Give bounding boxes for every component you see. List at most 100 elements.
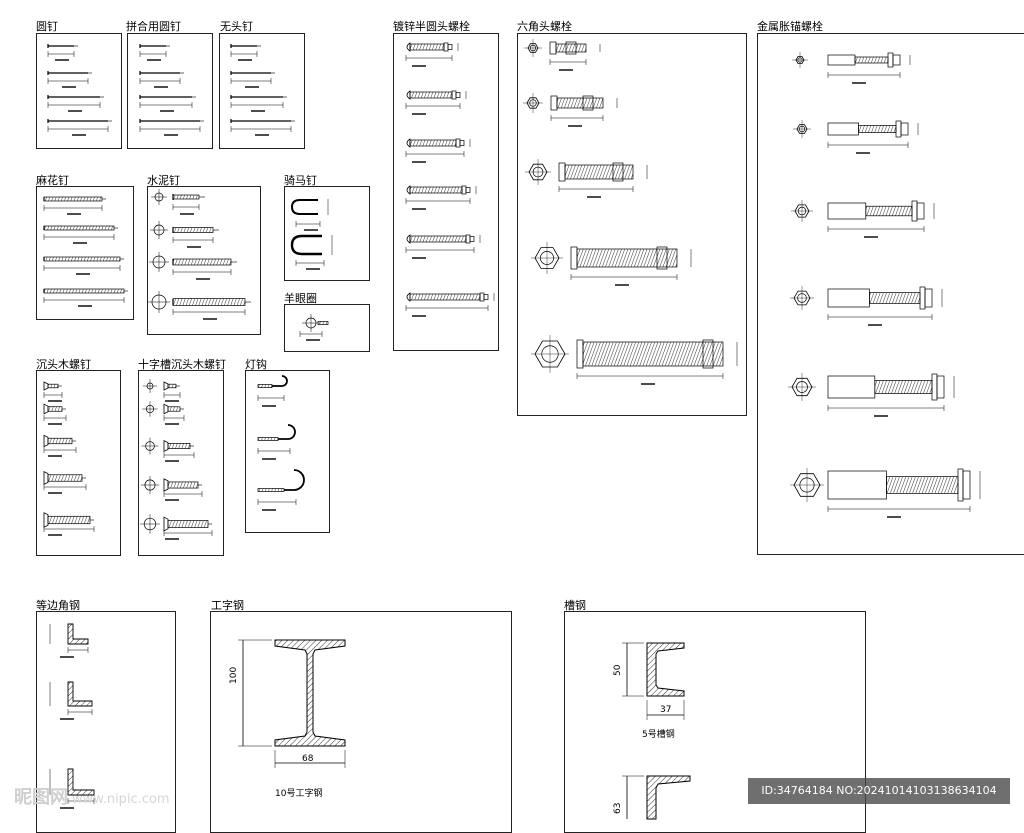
- rect: [409, 293, 481, 301]
- bolt-head: [406, 138, 411, 148]
- expansion-bolt-title: 金属胀锚螺栓: [757, 20, 823, 33]
- channel-name-label: 5号槽钢: [642, 730, 675, 740]
- rect: [465, 187, 471, 193]
- staple-nail-panel: [284, 186, 370, 281]
- bolt-head: [406, 234, 411, 244]
- rect: [827, 202, 867, 220]
- cement-nail-title: 水泥钉: [147, 174, 180, 187]
- rect: [43, 225, 115, 231]
- screw-head: [43, 434, 49, 448]
- rect: [479, 292, 485, 302]
- rect: [702, 339, 714, 369]
- rect: [919, 286, 926, 310]
- staple-shape: [290, 199, 318, 215]
- galv-pan-bolt-drawings: [405, 42, 495, 317]
- rect: [172, 298, 246, 306]
- rect: [874, 380, 933, 394]
- rect: [612, 162, 624, 182]
- channel-title: 槽钢: [564, 599, 586, 612]
- rect: [409, 91, 453, 99]
- hook-shape: [272, 375, 288, 387]
- screw-head: [163, 439, 169, 453]
- headless-nail-panel: [219, 33, 305, 149]
- rect: [167, 443, 191, 449]
- rect: [558, 162, 566, 182]
- channel-width-label: 37: [660, 705, 672, 715]
- staple-nail-drawings: [290, 199, 333, 270]
- rect: [656, 246, 668, 270]
- rect: [167, 406, 181, 412]
- image-id-badge: ID:34764184 NO:20241014103138634104: [748, 778, 1010, 804]
- screw-head: [163, 403, 169, 415]
- cement-nail-drawings: [148, 189, 251, 320]
- staple-nail-title: 骑马钉: [284, 174, 317, 187]
- rect: [447, 44, 453, 50]
- eye-ring-drawing: [299, 314, 329, 341]
- eye-ring-title: 羊眼圈: [284, 292, 317, 305]
- bolt-head: [406, 90, 411, 100]
- rect: [555, 43, 587, 53]
- rect: [43, 196, 103, 202]
- rect: [582, 341, 724, 367]
- site-watermark: 昵图网 www.nipic.com: [14, 783, 170, 809]
- rect: [576, 248, 678, 268]
- rect: [443, 42, 449, 52]
- bolt-head: [406, 292, 411, 302]
- lamp-hook-panel: [245, 370, 330, 533]
- i-beam-name-label: 10号工字钢: [275, 789, 323, 799]
- rect: [167, 383, 177, 389]
- site-name: 昵图网: [14, 787, 68, 808]
- rect: [582, 95, 594, 111]
- rect: [854, 56, 889, 64]
- eye-ring-panel: [284, 304, 370, 352]
- rect: [827, 122, 859, 136]
- rect: [957, 468, 964, 502]
- rect: [409, 139, 457, 147]
- countersunk-screw-drawings: [43, 381, 95, 536]
- channel-section: [622, 642, 691, 820]
- rect: [936, 375, 945, 399]
- site-url: www.nipic.com: [72, 792, 170, 807]
- joint-round-nail-panel: [127, 33, 213, 149]
- galv-pan-bolt-title: 镀锌半圆头螺栓: [393, 20, 470, 33]
- rect: [556, 97, 604, 109]
- i-beam-section: [238, 639, 346, 768]
- channel-height-label-2: 63: [613, 802, 623, 814]
- rect: [409, 43, 445, 51]
- rect: [869, 292, 921, 304]
- rect: [172, 194, 200, 200]
- screw-head: [43, 470, 49, 486]
- twisted-nail-drawings: [43, 196, 128, 307]
- i-beam-panel: [210, 611, 512, 833]
- screw-head: [43, 381, 49, 391]
- rect: [892, 54, 901, 66]
- expansion-bolt-drawings: [788, 52, 981, 518]
- twisted-nail-panel: [36, 186, 134, 320]
- rect: [962, 470, 971, 500]
- rect: [459, 140, 465, 146]
- rect: [455, 92, 461, 98]
- joint-nail-drawings: [139, 44, 204, 136]
- rect: [483, 294, 489, 300]
- equal-angle-drawings: [49, 623, 95, 809]
- rect: [827, 288, 870, 308]
- twisted-nail-title: 麻花钉: [36, 174, 69, 187]
- rect: [43, 256, 121, 262]
- screw-head: [43, 512, 49, 528]
- headless-nail-drawings: [230, 44, 295, 136]
- round-nail-panel: [36, 33, 122, 149]
- rect: [827, 470, 887, 500]
- equal-angle-panel: [36, 611, 176, 833]
- rect: [257, 488, 285, 492]
- cross-screw-title: 十字槽沉头木螺钉: [138, 358, 226, 371]
- rect: [167, 481, 199, 489]
- rect: [469, 236, 475, 242]
- i-beam-title: 工字钢: [211, 599, 244, 612]
- staple-shape: [290, 234, 322, 256]
- hook-shape: [284, 469, 305, 491]
- lamp-hook-title: 灯钩: [245, 358, 267, 371]
- hex-bolt-title: 六角头螺栓: [517, 20, 572, 33]
- rect: [931, 373, 938, 401]
- rect: [47, 474, 83, 482]
- rect: [257, 437, 279, 441]
